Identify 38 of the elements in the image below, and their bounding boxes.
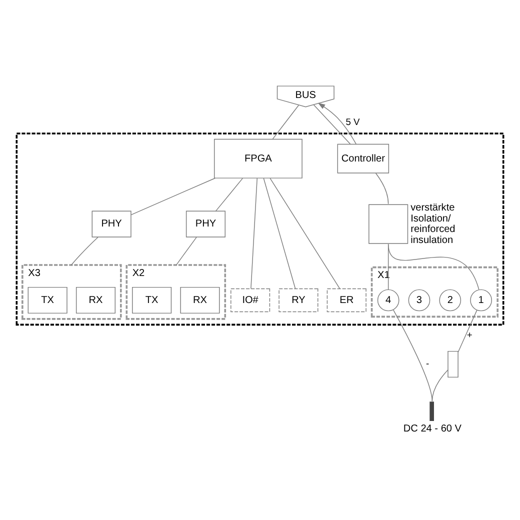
edge-label: 5 V [346,117,360,128]
cluster [16,132,504,326]
connector [215,178,244,212]
node-box [368,204,408,244]
connector [375,172,389,204]
node-circle: 3 [408,289,430,312]
edge-label: - [426,358,430,369]
node-box: PHY [186,210,226,238]
connector [458,310,478,352]
node-box: RX [180,286,220,314]
connector [270,178,340,289]
connector [130,178,216,216]
node-box: Controller [337,144,390,174]
connector [388,244,480,290]
node-box: TX [28,286,68,314]
node-box: RX [76,286,116,314]
node-box [448,350,458,378]
arrow [318,102,356,144]
edge-label: + [466,330,472,340]
connector [263,178,296,289]
node-label: DC 24 - 60 V [403,424,462,435]
connector [70,236,98,266]
connector [313,104,351,145]
node-circle: 2 [439,289,462,312]
node-circle: 1 [470,289,492,312]
node-label: verstärkte Isolation/ reinforced insulation [410,202,456,246]
node-box: FPGA [214,138,302,178]
node-box: RY [278,288,318,312]
connector [393,310,433,402]
connector [272,104,299,140]
node-circle: 4 [377,289,400,312]
node-box: ER [326,288,366,312]
connector [250,178,258,289]
connector [176,236,197,266]
connector [432,370,448,402]
node-box: IO# [230,288,270,312]
node-box: PHY [92,210,132,238]
node-box: TX [132,286,172,314]
